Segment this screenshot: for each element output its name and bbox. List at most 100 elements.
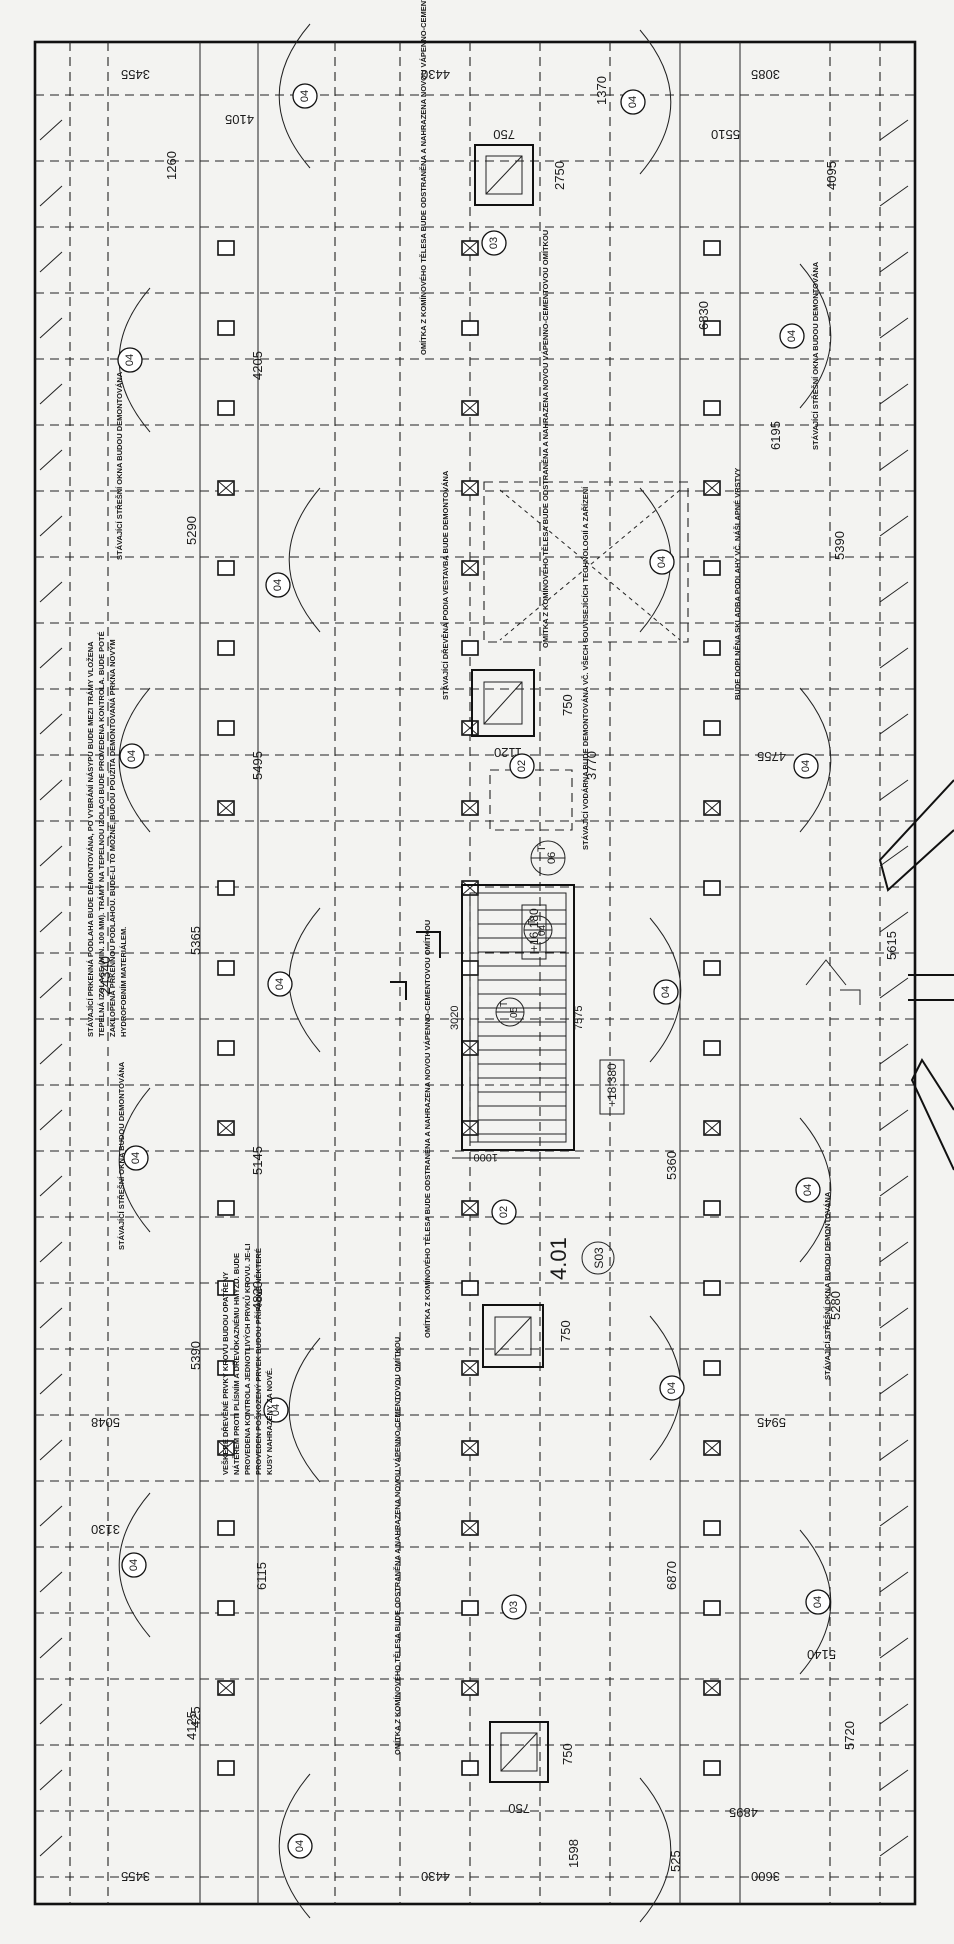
- stair-tags: T 06 T 04 T 05 3020 7575 1000: [449, 840, 585, 1163]
- tag: 04: [265, 572, 291, 598]
- dim-left-top: 3455: [121, 67, 150, 82]
- tag: 04: [287, 1833, 313, 1859]
- dim-right-bay: 5360: [664, 1151, 679, 1180]
- dim-left-bay: 4125: [184, 1711, 199, 1740]
- dim-center-top: 4430: [421, 67, 450, 82]
- tag: 04: [805, 1589, 831, 1615]
- dim-misc: 525: [668, 1850, 683, 1872]
- svg-text:02: 02: [498, 1206, 510, 1218]
- note-chimney: OMÍTKA Z KOMÍNOVÉHO TĚLESA BUDE ODSTRANĚ…: [393, 1337, 402, 1755]
- svg-text:04: 04: [627, 96, 639, 108]
- tag: 04: [649, 549, 675, 575]
- dim-center: 1598: [566, 1839, 581, 1868]
- dim-right-bay: 6870: [664, 1561, 679, 1590]
- dim-center: 750: [493, 127, 515, 142]
- tag: 04: [779, 323, 805, 349]
- dim-center-bottom: 4430: [421, 1869, 450, 1884]
- dim-center: 4205: [250, 351, 265, 380]
- svg-text:04: 04: [294, 1840, 306, 1852]
- svg-text:04: 04: [126, 750, 138, 762]
- dim-left-bottom: 3455: [121, 1869, 150, 1884]
- dim-left-bay: 3130: [91, 1522, 120, 1537]
- tag: 04: [793, 753, 819, 779]
- dim-center: 750: [560, 1743, 575, 1765]
- room-code: S03: [592, 1247, 606, 1269]
- tag: 02: [491, 1199, 517, 1225]
- svg-text:03: 03: [488, 237, 500, 249]
- tag: 04: [795, 1177, 821, 1203]
- svg-text:04: 04: [274, 978, 286, 990]
- level-lower: +18,380: [605, 1063, 619, 1107]
- room-number: 4.01: [546, 1237, 571, 1280]
- note-tank: STÁVAJÍCÍ VODÁRNA BUDE DEMONTOVÁNA VČ. V…: [581, 486, 590, 850]
- svg-text:02: 02: [516, 760, 528, 772]
- dim-right-bay: 4755: [757, 749, 786, 764]
- dim-misc: 1260: [164, 151, 179, 180]
- dim-right-bay: 5945: [757, 1415, 786, 1430]
- note-windows: STÁVAJÍCÍ STŘEŠNÍ OKNA BUDOU DEMONTOVÁNA: [823, 1191, 832, 1380]
- tag: 04: [263, 1397, 289, 1423]
- dim-misc: 4095: [824, 161, 839, 190]
- tag: 03: [501, 1594, 527, 1620]
- note-chimney: OMÍTKA Z KOMÍNOVÉHO TĚLESA BUDE ODSTRANĚ…: [541, 230, 550, 648]
- svg-text:04: 04: [124, 354, 136, 366]
- dim-right-bottom: 3600: [751, 1869, 780, 1884]
- dim-left-bay: 6115: [254, 1562, 269, 1590]
- dim-misc: 4820: [250, 1281, 265, 1310]
- note-windows: STÁVAJÍCÍ STŘEŠNÍ OKNA BUDOU DEMONTOVÁNA: [115, 371, 124, 560]
- tag: 04: [659, 1375, 685, 1401]
- element-tags: 04 04 04 04 04 04 04 04 04 04 04 04 04 0…: [117, 83, 831, 1859]
- dim-center: 750: [558, 1320, 573, 1342]
- dim-misc: 5280: [828, 1291, 843, 1320]
- dim-center: 2750: [552, 161, 567, 190]
- svg-text:04: 04: [656, 556, 668, 568]
- dim-right-bay: 5615: [884, 931, 899, 960]
- svg-text:04: 04: [130, 1152, 142, 1164]
- dim-left-bay: 5495: [250, 751, 265, 780]
- tag: 04: [121, 1552, 147, 1578]
- dim-center: 750: [508, 1801, 530, 1816]
- note-windows: STÁVAJÍCÍ STŘEŠNÍ OKNA BUDOU DEMONTOVÁNA: [117, 1061, 126, 1250]
- svg-text:04: 04: [800, 760, 812, 772]
- note-chimney: OMÍTKA Z KOMÍNOVÉHO TĚLESA BUDE ODSTRANĚ…: [419, 0, 428, 355]
- dim-misc: 6830: [696, 301, 711, 330]
- stair-run: 3020: [449, 1006, 461, 1030]
- dim-right-bay: 5140: [807, 1647, 836, 1662]
- stair-run2: 7575: [573, 1006, 585, 1030]
- truss-posts: [217, 240, 721, 1776]
- tag: 04: [123, 1145, 149, 1171]
- tag: 04: [620, 89, 646, 115]
- svg-text:04: 04: [299, 90, 311, 102]
- svg-text:04: 04: [666, 1382, 678, 1394]
- dim-misc: 5510: [711, 127, 740, 142]
- tag: 03: [481, 230, 507, 256]
- dim-left-bay: 5048: [91, 1415, 120, 1430]
- dim-left-bay: 5145: [250, 1146, 265, 1175]
- svg-text:04: 04: [660, 986, 672, 998]
- svg-text:04: 04: [802, 1184, 814, 1196]
- note-walkway: STÁVAJÍCÍ DŘEVĚNÁ PODIA VESTAVBA BUDE DE…: [441, 470, 450, 700]
- stair-width: 1000: [474, 1151, 498, 1163]
- dim-center: 1370: [594, 76, 609, 105]
- stair-tag2-t: T: [527, 919, 538, 925]
- stair-tag3-t: T: [499, 1001, 510, 1007]
- note-floor: STÁVAJÍCÍ PRKENNÁ PODLAHA BUDE DEMONTOVÁ…: [86, 631, 128, 1037]
- dim-left-bay: 5290: [184, 516, 199, 545]
- dim-misc: 4105: [225, 112, 254, 127]
- dim-center: 750: [560, 694, 575, 716]
- tag: 04: [267, 971, 293, 997]
- dim-right-bay: 5720: [842, 1721, 857, 1750]
- dim-left-bay: 5390: [188, 1341, 203, 1370]
- dimensions: 3455 3455 4430 4430 3085 3600 5290 5495 …: [91, 67, 899, 1884]
- dim-misc: 3770: [584, 751, 599, 780]
- dim-misc: 425: [188, 1706, 203, 1728]
- dim-right-top: 3085: [751, 67, 780, 82]
- svg-text:03: 03: [508, 1601, 520, 1613]
- tag: 04: [117, 347, 143, 373]
- dim-left-bay: 5365: [188, 926, 203, 955]
- note-edge: BUDE DOPLNĚNA SKLADBA PODLAHY VČ. NÁŠLAP…: [733, 468, 742, 700]
- tag: 04: [653, 979, 679, 1005]
- tag: 02: [509, 753, 535, 779]
- svg-text:04: 04: [128, 1559, 140, 1571]
- stair-tag-t: T: [536, 845, 548, 852]
